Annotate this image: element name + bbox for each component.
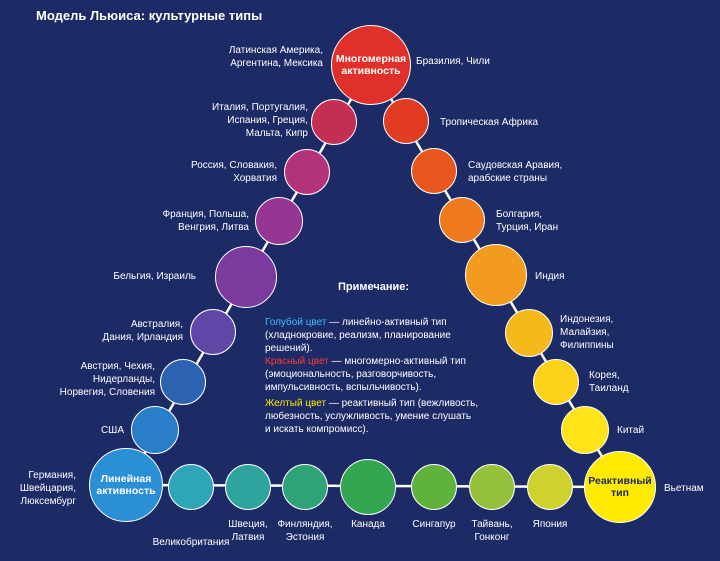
- node-right-3: [439, 197, 485, 243]
- label-linear-side: Германия, Швейцария, Люксембург: [19, 470, 76, 507]
- label-left-5: Австралия, Дания, Ирландия: [102, 319, 183, 343]
- label-reactive-side: Вьетнам: [664, 483, 704, 494]
- node-left-4: [215, 246, 277, 308]
- label-right-3: Болгария, Турция, Иран: [496, 209, 559, 233]
- node-linear-active-label: Линейная активность: [96, 472, 156, 497]
- node-left-1: [311, 99, 357, 145]
- label-bottom-1: Великобритания: [152, 537, 230, 548]
- node-multi-active: Многомерная активность: [331, 25, 411, 105]
- node-multi-active-label: Многомерная активность: [335, 52, 407, 77]
- node-left-5: [190, 309, 236, 355]
- label-bottom-6: Тайвань, Гонконг: [471, 519, 513, 543]
- label-right-1: Тропическая Африка: [440, 117, 539, 128]
- page-title: Модель Льюиса: культурные типы: [36, 8, 263, 23]
- label-left-3: Франция, Польша, Венгрия, Литва: [162, 209, 249, 233]
- node-left-2: [284, 149, 330, 195]
- label-left-4: Бельгия, Израиль: [113, 271, 196, 282]
- node-bottom-3: [282, 464, 328, 510]
- note-red: Красный цвет — многомерно-активный тип (…: [265, 355, 466, 394]
- note-yellow-key: Желтый цвет: [265, 398, 327, 409]
- node-linear-active: Линейная активность: [89, 448, 163, 522]
- label-left-7: США: [100, 425, 124, 436]
- label-bottom-3: Финляндия, Эстония: [277, 519, 333, 543]
- node-right-6: [533, 359, 579, 405]
- note-blue-key: Голубой цвет: [265, 317, 327, 328]
- note-blue-text: — линейно-активный тип (хладнокровие, ре…: [265, 317, 451, 354]
- label-bottom-4: Канада: [351, 519, 385, 530]
- node-bottom-2: [225, 464, 271, 510]
- label-bottom-7: Япония: [532, 519, 568, 530]
- label-brazil-chile: Бразилия, Чили: [416, 56, 490, 67]
- label-right-5: Индонезия, Малайзия, Филиппины: [560, 314, 614, 351]
- node-left-3: [255, 197, 303, 245]
- node-bottom-1: [168, 464, 214, 510]
- node-right-1: [383, 98, 429, 144]
- node-left-7: [131, 406, 179, 454]
- label-left-2: Россия, Словакия, Хорватия: [191, 160, 277, 184]
- note-heading: Примечание:: [338, 281, 410, 293]
- node-bottom-7: [527, 464, 573, 510]
- note-yellow: Желтый цвет — реактивный тип (вежливость…: [265, 397, 478, 436]
- label-bottom-5: Сингапур: [412, 519, 456, 530]
- label-right-2: Саудовская Аравия, арабские страны: [468, 160, 563, 184]
- node-right-5: [505, 309, 553, 357]
- label-latin-america: Латинская Америка, Аргентина, Мексика: [228, 45, 323, 69]
- note-red-text: — многомерно-активный тип (эмоциональнос…: [265, 356, 466, 393]
- node-right-2: [411, 148, 457, 194]
- label-left-1: Италия, Португалия, Испания, Греция, Мал…: [212, 102, 308, 139]
- node-reactive-label: Реактивный тип: [588, 474, 652, 499]
- node-reactive: Реактивный тип: [584, 451, 656, 523]
- label-right-6: Корея, Таиланд: [589, 370, 629, 394]
- node-bottom-6: [469, 464, 515, 510]
- node-left-6: [160, 359, 206, 405]
- label-right-4: Индия: [535, 271, 565, 282]
- note-red-key: Красный цвет: [265, 356, 329, 367]
- note-yellow-text: — реактивный тип (вежливость, любезность…: [265, 398, 479, 435]
- label-left-6: Австрия, Чехия, Нидерланды, Норвегия, Сл…: [59, 361, 155, 398]
- node-bottom-4: [340, 459, 396, 515]
- note-blue: Голубой цвет — линейно-активный тип (хла…: [265, 316, 451, 355]
- label-bottom-2: Швеция, Латвия: [228, 519, 268, 543]
- label-right-7: Китай: [617, 425, 645, 436]
- node-right-4: [465, 244, 527, 306]
- node-right-7: [561, 406, 609, 454]
- node-bottom-5: [411, 464, 457, 510]
